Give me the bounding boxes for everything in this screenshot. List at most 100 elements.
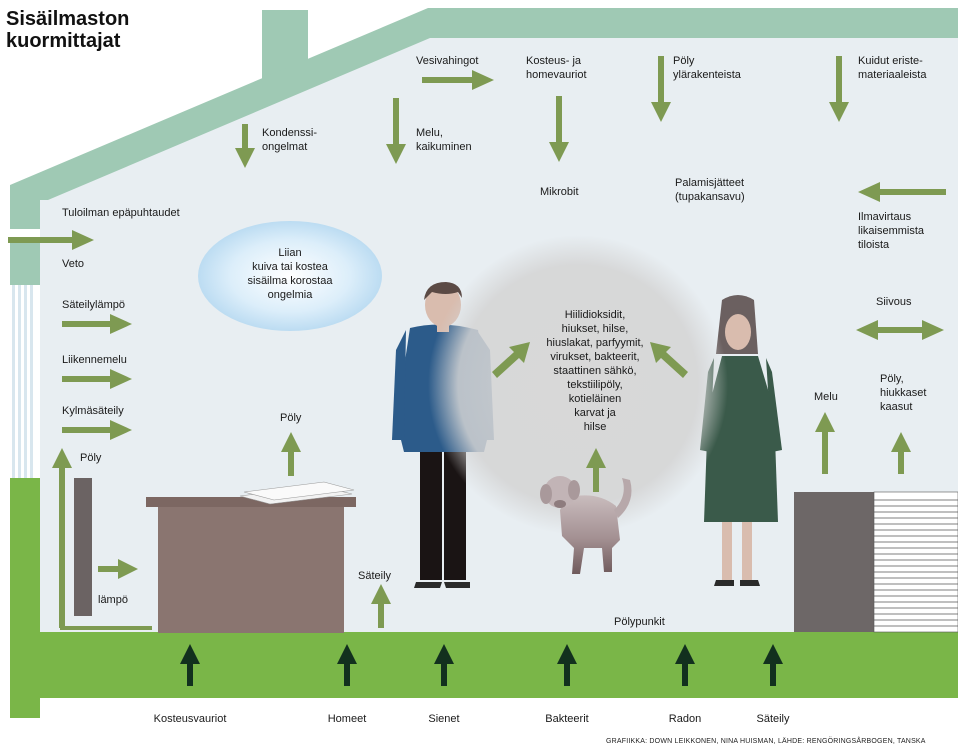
label-center-line-7: kotieläinen <box>568 393 622 405</box>
dry-air-cloud <box>198 221 382 331</box>
title-line-1: Sisäilmaston <box>6 8 130 30</box>
label-ilmavirtaus-line-2: likaisemmista <box>858 225 925 237</box>
desk-top <box>146 497 356 507</box>
label-polypunkit: Pölypunkit <box>614 616 665 628</box>
label-vesivahingot: Vesivahingot <box>416 55 479 67</box>
label-kondenssi-line-1: Kondenssi- <box>262 127 318 139</box>
label-kuidut: Kuidut eriste- materiaaleista <box>858 54 926 82</box>
label-poly-left: Pöly <box>80 452 102 464</box>
arrow-poly-hiukkaset <box>891 432 911 474</box>
cabinet-dark <box>794 492 874 632</box>
diagram-title: Sisäilmaston kuormittajat <box>6 8 129 52</box>
arrow-poly-left <box>52 448 72 628</box>
label-ilmavirtaus-line-1: Ilmavirtaus <box>858 211 912 223</box>
arrow-poly-ylarakenteista <box>651 56 671 122</box>
label-siivous: Siivous <box>876 296 912 308</box>
label-poly-ylarakenteista-line-1: Pöly <box>673 55 695 67</box>
label-cloud-line-2: kuiva tai kostea <box>252 261 328 273</box>
label-mikrobit: Mikrobit <box>540 186 579 198</box>
arrow-kosteusvauriot <box>180 644 200 686</box>
arrow-sateilylampo <box>62 314 132 334</box>
label-center-line-2: hiukset, hilse, <box>561 323 629 335</box>
arrow-sateily <box>371 584 391 628</box>
label-sateilylampo: Säteilylämpö <box>62 299 125 311</box>
arrow-kylmasateily <box>62 420 132 440</box>
arrow-ilmavirtaus <box>858 182 946 202</box>
label-sateily-floor: Säteily <box>358 570 392 582</box>
arrow-dog <box>586 448 606 492</box>
bottom-label-homeet: Homeet <box>327 713 367 725</box>
bottom-label-sienet: Sienet <box>428 713 460 725</box>
desk <box>158 507 344 633</box>
label-poly-ylarakenteista: Pöly yläraken­teista <box>673 54 741 82</box>
label-ilmavirtaus: Ilmavirtaus likaisemmista tiloista <box>858 210 924 252</box>
label-cloud-line-1: Liian <box>278 247 302 259</box>
label-palamisjatteet-line-1: Palamisjätteet <box>675 177 745 189</box>
label-kosteus-home: Kosteus- ja homevauriot <box>526 54 587 82</box>
roof <box>10 8 958 200</box>
bottom-label-radon: Radon <box>668 713 702 725</box>
label-lampo: lämpö <box>98 594 128 606</box>
label-melu-right: Melu <box>814 391 838 403</box>
label-center-line-9: hilse <box>583 421 607 433</box>
bottom-label-sateily: Säteily <box>756 713 790 725</box>
arrow-vesivahingot <box>422 70 494 90</box>
label-center-line-4: virukset, bakteerit, <box>550 351 640 363</box>
label-poly-hiukkaset-line-3: kaasut <box>880 401 913 413</box>
label-center-line-1: Hiilidioksidit, <box>564 309 626 321</box>
arrow-radon <box>675 644 695 686</box>
label-kuidut-line-1: Kuidut eriste- <box>858 55 923 67</box>
arrow-tuloilma <box>8 230 94 250</box>
label-tuloilma: Tuloilman epäpuhtaudet <box>62 207 180 219</box>
arrow-sienet <box>434 644 454 686</box>
arrow-woman-diagonal <box>650 342 688 378</box>
arrow-melu-kaikuminen <box>386 98 406 164</box>
label-kondenssi-line-2: ongelmat <box>262 141 308 153</box>
label-kuidut-line-2: materiaaleista <box>858 69 927 81</box>
label-center-line-5: staattinen sähkö, <box>553 365 637 377</box>
arrow-kondenssi <box>235 124 255 168</box>
green-arrows <box>8 56 946 628</box>
arrow-siivous <box>856 320 944 340</box>
label-center-line-6: tekstiilipöly, <box>567 379 623 391</box>
label-melu-kaikuminen: Melu, kaikuminen <box>416 126 472 154</box>
arrow-sateily-floor <box>763 644 783 686</box>
title-line-2: kuormittajat <box>6 30 121 52</box>
arrow-melu-right <box>815 412 835 474</box>
label-poly-hiukkaset: Pöly, hiukkaset kaasut <box>880 372 926 414</box>
floor-arrows <box>180 644 783 686</box>
bottom-label-bakteerit: Bakteerit <box>545 713 589 725</box>
arrow-man-diagonal <box>492 342 530 378</box>
label-kosteus-home-line-1: Kosteus- ja <box>526 55 582 67</box>
label-poly-desk: Pöly <box>280 412 302 424</box>
label-center: Hiilidioksidit, hiukset, hilse, hiuslaka… <box>530 308 660 434</box>
label-kondenssi: Kondenssi- ongelmat <box>262 126 317 154</box>
label-palamisjatteet-line-2: (tupakansavu) <box>675 191 745 203</box>
label-cloud-line-3: sisäilma korostaa <box>247 275 333 287</box>
dog-figure <box>540 476 632 574</box>
floor <box>10 632 958 698</box>
arrow-poly-desk <box>281 432 301 476</box>
credit-line: GRAFIIKKA: DOWN LEIKKONEN, NINA HUISMAN,… <box>606 738 926 745</box>
label-cloud: Liian kuiva tai kostea sisäilma korostaa… <box>238 246 342 302</box>
label-kosteus-home-line-2: homevauriot <box>526 69 587 81</box>
label-center-line-3: hiuslakat, parfyymit, <box>546 337 644 349</box>
arrow-bakteerit <box>557 644 577 686</box>
arrow-liikennemelu <box>62 369 132 389</box>
radiator <box>74 478 92 616</box>
label-melu-kaikuminen-line-2: kaikuminen <box>416 141 472 153</box>
label-center-line-8: karvat ja <box>574 407 616 419</box>
bottom-label-kosteusvauriot: Kosteusvauriot <box>153 713 227 725</box>
label-palamisjatteet: Palamisjätteet (tupakansavu) <box>675 176 745 204</box>
indoor-air-cloud <box>428 235 728 535</box>
cabinet-striped <box>873 491 958 633</box>
arrow-kuidut <box>829 56 849 122</box>
label-ilmavirtaus-line-3: tiloista <box>858 239 890 251</box>
label-liikennemelu: Liikennemelu <box>62 354 127 366</box>
arrow-lampo <box>98 559 138 579</box>
label-kylmasateily: Kylmäsäteily <box>62 405 124 417</box>
arrow-kosteus <box>549 96 569 162</box>
label-cloud-line-4: ongelmia <box>267 289 313 301</box>
